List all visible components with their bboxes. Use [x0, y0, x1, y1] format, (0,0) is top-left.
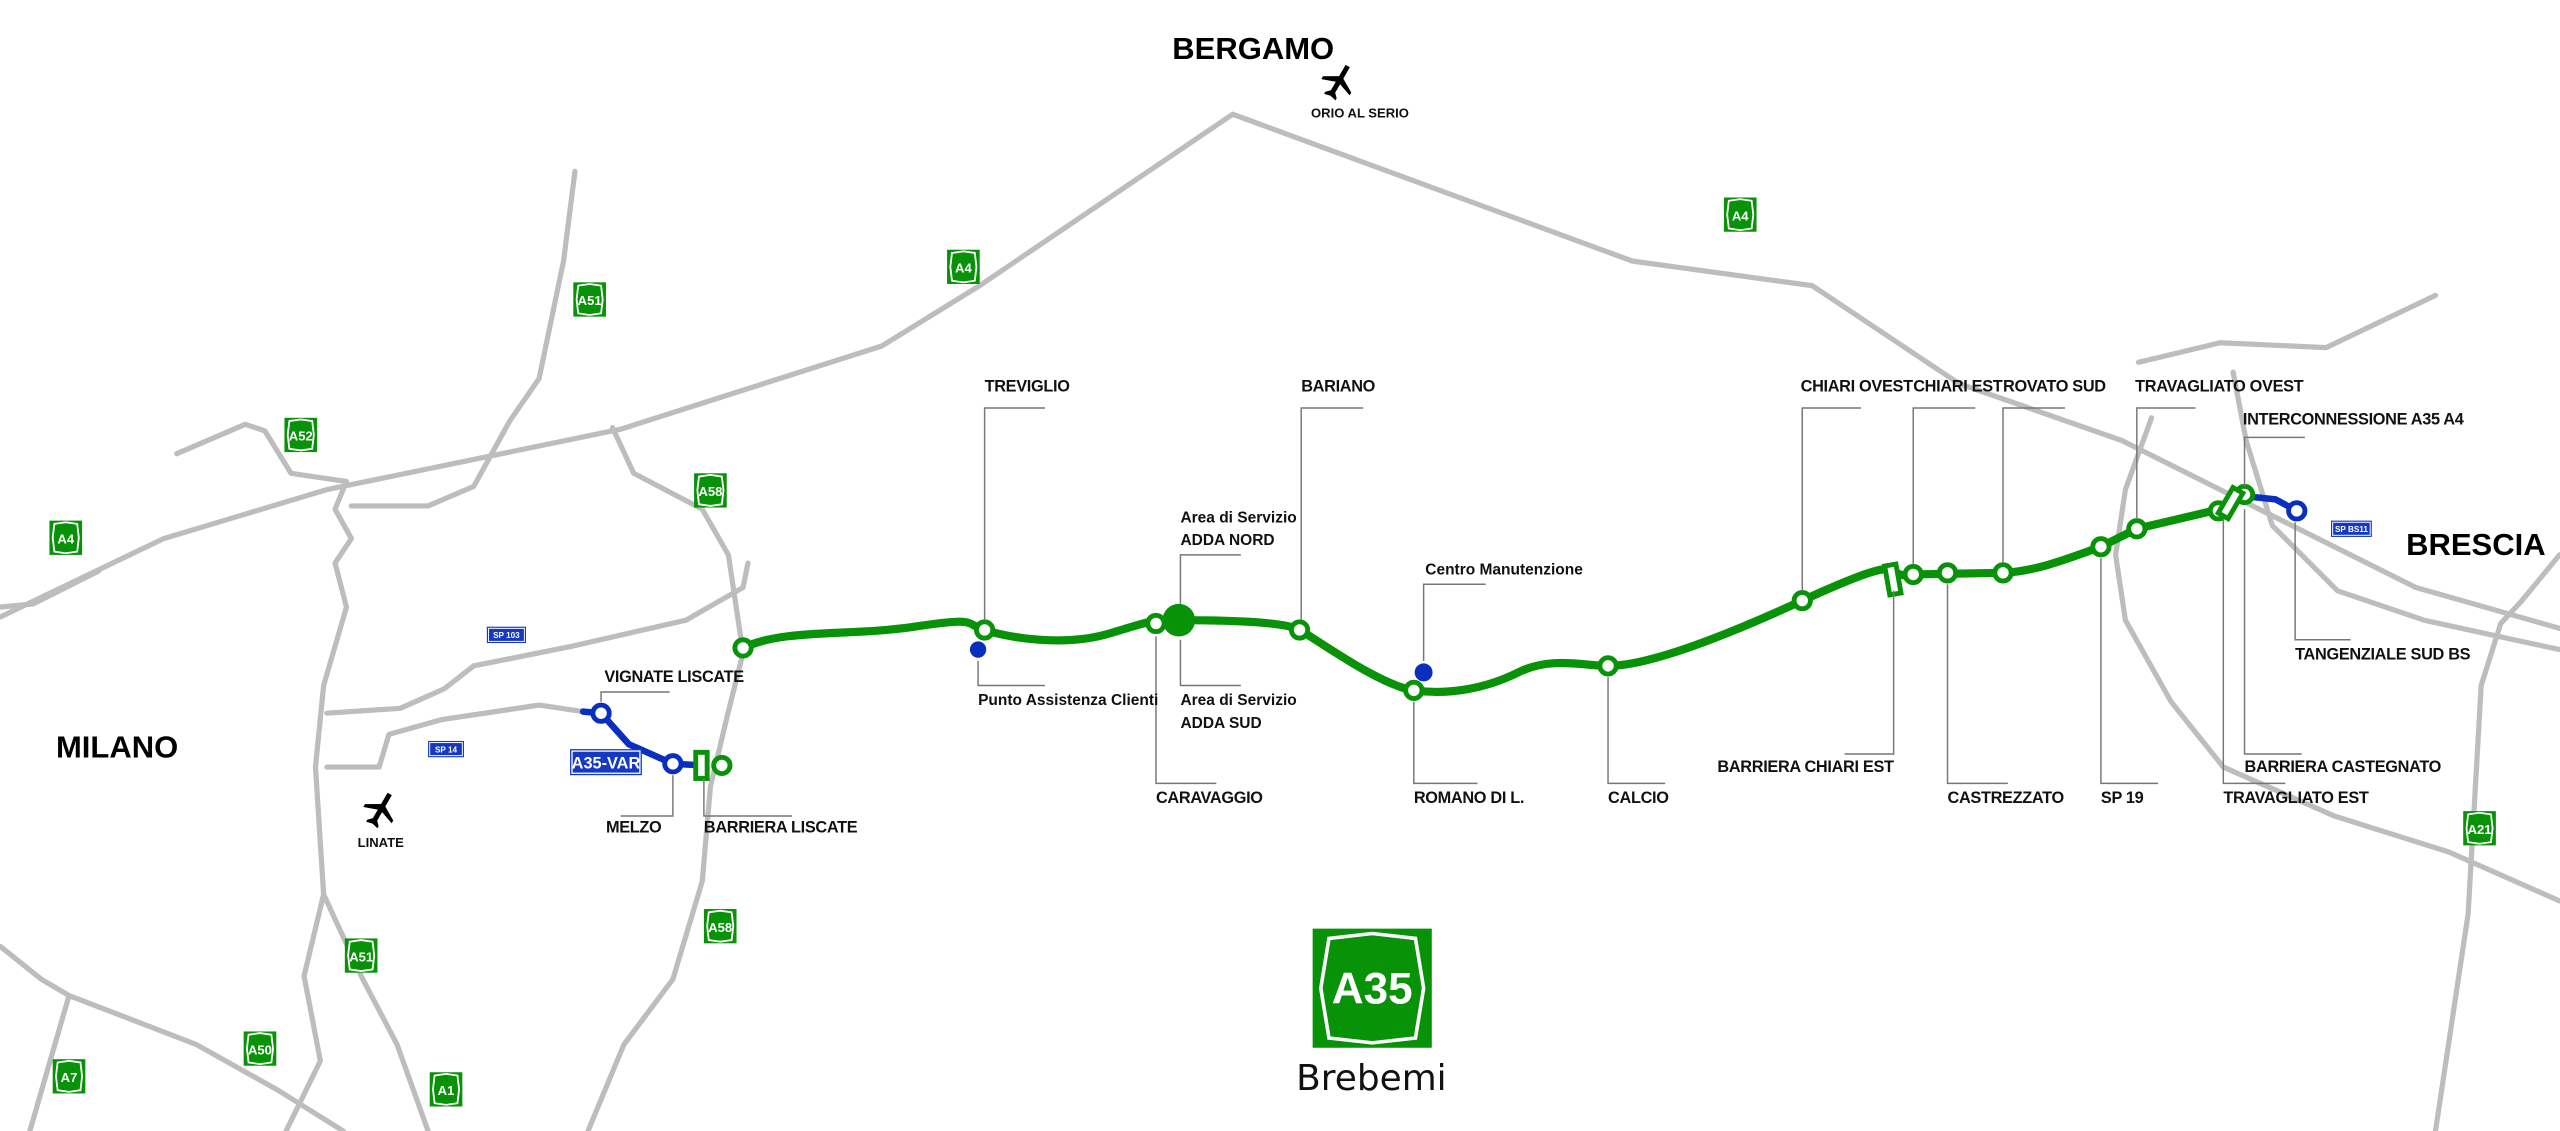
- station-melzo[interactable]: [662, 753, 684, 775]
- station-calcio[interactable]: [1597, 655, 1619, 677]
- label-caravaggio: CARAVAGGIO: [1156, 789, 1263, 807]
- shield-a4-west: A4: [49, 520, 83, 555]
- svg-text:A58: A58: [708, 920, 732, 935]
- svg-text:A21: A21: [2468, 822, 2492, 837]
- station-chiari-ovest[interactable]: [1791, 589, 1813, 612]
- toll-barrier-castegnato[interactable]: [2214, 484, 2247, 522]
- airplane-icon: [363, 792, 394, 829]
- svg-text:SP 14: SP 14: [435, 745, 458, 754]
- city-brescia: BRESCIA: [2406, 527, 2546, 562]
- customer-service-point[interactable]: [969, 641, 987, 658]
- shield-a7: A7: [52, 1059, 86, 1094]
- svg-text:A4: A4: [57, 531, 74, 546]
- station-vignate-liscate[interactable]: [590, 702, 612, 724]
- shield-a4-east: A4: [1723, 197, 1757, 232]
- a35-motorway-line: [738, 492, 2249, 696]
- label-linate: LINATE: [358, 835, 404, 850]
- airplane-icon: [1321, 64, 1352, 101]
- leader-lines: [600, 407, 2351, 817]
- shield-a51-north: A51: [573, 282, 606, 317]
- toll-barrier-liscate[interactable]: [693, 749, 710, 781]
- label-chiari-ovest: CHIARI OVEST: [1801, 378, 1913, 396]
- label-treviglio: TREVIGLIO: [985, 378, 1070, 396]
- label-area-servizio-sud: Area di Servizio: [1180, 692, 1296, 709]
- label-interconnessione: INTERCONNESSIONE A35 A4: [2243, 410, 2464, 428]
- svg-text:A4: A4: [1732, 208, 1749, 223]
- station-romano[interactable]: [1403, 679, 1425, 701]
- shield-a21: A21: [2463, 811, 2496, 846]
- label-bariano: BARIANO: [1301, 378, 1375, 396]
- label-melzo: MELZO: [606, 818, 661, 836]
- svg-text:A50: A50: [248, 1042, 272, 1057]
- badge-sp103: SP 103: [486, 626, 526, 644]
- city-bergamo: BERGAMO: [1172, 31, 1334, 66]
- label-castrezzato: CASTREZZATO: [1948, 789, 2064, 807]
- label-vignate-liscate: VIGNATE LISCATE: [604, 668, 744, 686]
- shield-a58-south: A58: [703, 909, 737, 944]
- service-area-adda[interactable]: [1162, 603, 1196, 637]
- station-chiari-est[interactable]: [1902, 563, 1924, 586]
- svg-text:A35: A35: [1332, 965, 1413, 1014]
- svg-text:SP BS11: SP BS11: [2335, 525, 2368, 534]
- station-caravaggio[interactable]: [1145, 612, 1167, 635]
- label-romano: ROMANO DI L.: [1414, 789, 1524, 807]
- label-adda-sud: ADDA SUD: [1180, 715, 1261, 732]
- label-sp19: SP 19: [2101, 789, 2144, 807]
- svg-text:A52: A52: [289, 429, 313, 444]
- station-castrezzato[interactable]: [1936, 562, 1959, 584]
- city-milano: MILANO: [56, 729, 178, 764]
- brand-name: Brebemi: [1296, 1058, 1446, 1099]
- a35-logo-shield: A35: [1312, 928, 1432, 1048]
- station-liscate[interactable]: [711, 754, 733, 777]
- badge-a35-var: A35-VAR: [570, 749, 642, 776]
- station-sp19[interactable]: [2090, 536, 2112, 558]
- station-travagliato-ovest[interactable]: [2126, 518, 2148, 540]
- label-punto-assistenza: Punto Assistenza Clienti: [978, 692, 1158, 709]
- toll-barrier-chiari-est[interactable]: [1881, 561, 1904, 598]
- label-centro-manutenzione: Centro Manutenzione: [1425, 561, 1583, 578]
- label-tangenziale-sud: TANGENZIALE SUD BS: [2295, 645, 2471, 663]
- maintenance-center[interactable]: [1414, 663, 1433, 682]
- label-calcio: CALCIO: [1608, 789, 1669, 807]
- shield-a1: A1: [429, 1072, 463, 1107]
- label-travagliato-ovest: TRAVAGLIATO OVEST: [2135, 378, 2304, 396]
- station-markers: [590, 483, 2308, 781]
- svg-text:A7: A7: [61, 1070, 78, 1085]
- svg-text:A51: A51: [349, 949, 373, 964]
- svg-text:SP 103: SP 103: [493, 631, 520, 640]
- svg-text:A58: A58: [698, 484, 722, 499]
- label-travagliato-est: TRAVAGLIATO EST: [2223, 789, 2369, 807]
- shield-a58-north: A58: [694, 473, 727, 508]
- station-rovato-sud[interactable]: [1992, 562, 2014, 584]
- svg-text:A51: A51: [578, 293, 602, 308]
- station-treviglio[interactable]: [732, 637, 754, 659]
- label-barriera-castegnato: BARRIERA CASTEGNATO: [2245, 758, 2442, 776]
- shield-a51-south: A51: [344, 938, 378, 973]
- station-tangenziale-sud[interactable]: [2286, 500, 2308, 522]
- svg-text:A1: A1: [438, 1083, 455, 1098]
- shield-a4-center: A4: [947, 249, 980, 284]
- label-chiari-est: CHIARI EST: [1913, 378, 2003, 396]
- shield-a50: A50: [243, 1031, 277, 1066]
- svg-text:A4: A4: [955, 261, 972, 276]
- svg-text:A35-VAR: A35-VAR: [572, 755, 641, 773]
- label-orio-al-serio: ORIO AL SERIO: [1311, 106, 1409, 121]
- label-adda-nord: ADDA NORD: [1180, 532, 1274, 549]
- road-network: [0, 111, 2560, 1131]
- badge-sp14: SP 14: [428, 740, 464, 758]
- label-barriera-chiari-est: BARRIERA CHIARI EST: [1717, 758, 1894, 776]
- badge-spbs11: SP BS11: [2331, 520, 2372, 537]
- station-bariano[interactable]: [1288, 619, 1311, 641]
- shield-a52: A52: [284, 417, 318, 453]
- label-barriera-liscate: BARRIERA LISCATE: [704, 818, 858, 836]
- label-area-servizio-nord: Area di Servizio: [1180, 509, 1296, 526]
- label-rovato-sud: ROVATO SUD: [2003, 378, 2106, 396]
- station-treviglio-2[interactable]: [973, 619, 996, 641]
